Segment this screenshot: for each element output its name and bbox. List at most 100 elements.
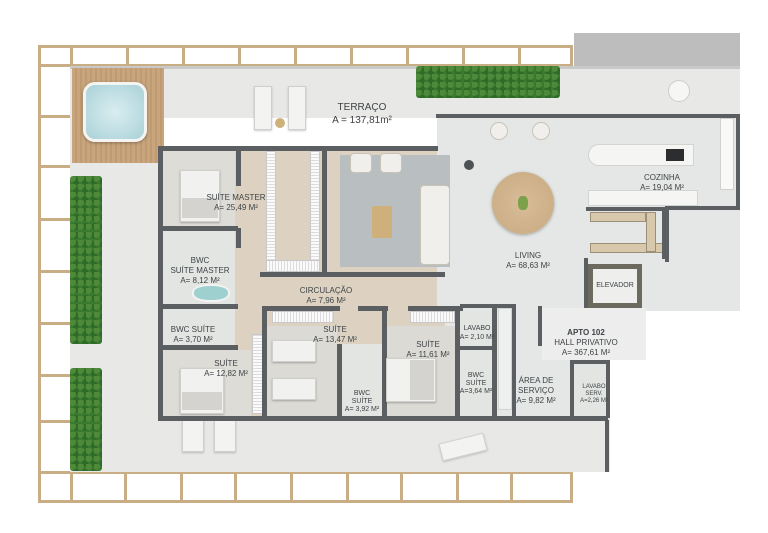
room-name: BWC: [353, 390, 371, 397]
room-area: A= 3,92 M²: [344, 406, 380, 413]
pergola-beam: [38, 218, 72, 221]
room-name: BWC: [467, 372, 485, 379]
pergola-beam: [346, 471, 349, 503]
fridge: [720, 118, 734, 190]
elevator: [588, 264, 642, 308]
bed: [272, 378, 316, 400]
jacuzzi: [83, 82, 147, 142]
pergola-beam: [456, 471, 459, 503]
wall: [570, 360, 574, 418]
wall: [158, 146, 438, 151]
planter-left-top: [70, 176, 102, 344]
room-name: SUÍTE: [351, 398, 373, 405]
terrace-edge: [70, 66, 740, 69]
pergola-beam: [38, 471, 573, 474]
bwc-suite-1-floor: [163, 309, 235, 345]
walk-in-closet: [266, 151, 276, 269]
sun-lounger: [288, 86, 306, 130]
wall: [584, 258, 588, 310]
coffee-table: [372, 206, 392, 238]
room-area: A= 7,96 M²: [306, 296, 346, 305]
walk-in-closet: [266, 260, 320, 272]
room-name: ÁREA DE: [518, 376, 554, 385]
room-name: BWC SUÍTE: [170, 325, 216, 334]
wall: [163, 226, 238, 231]
room-name: ELEVADOR: [596, 282, 634, 289]
pergola-beam: [400, 471, 403, 503]
room-name: SUÍTE MASTER: [206, 193, 266, 202]
bistro-table: [668, 80, 690, 102]
terrace-floor: [70, 66, 740, 118]
pergola-beam: [510, 471, 513, 503]
wall: [408, 306, 463, 311]
wall: [158, 416, 608, 421]
wine-shelf: [646, 212, 656, 252]
side-table: [464, 160, 474, 170]
sun-lounger: [182, 420, 204, 452]
hall-floor: [542, 308, 646, 360]
pergola-beam: [294, 45, 297, 67]
wall: [163, 304, 238, 309]
pergola-beam: [180, 471, 183, 503]
unit-title: APTO 102: [567, 328, 605, 337]
pergola-beam: [126, 45, 129, 67]
room-name: SUÍTE: [416, 340, 440, 349]
sun-lounger: [214, 420, 236, 452]
pergola-beam: [38, 115, 72, 118]
room-label-suite-1: SUÍTE A= 12,82 M²: [204, 359, 248, 379]
bed-cover: [182, 198, 218, 218]
pergola-beam: [38, 165, 72, 168]
room-area: A= 68,63 M²: [506, 261, 550, 270]
planter-top: [416, 66, 560, 98]
room-area: A = 137,81m²: [332, 115, 392, 126]
wall: [262, 306, 340, 311]
pergola-beam: [290, 471, 293, 503]
room-area: A= 8,12 M²: [180, 276, 220, 285]
room-label-circulacao: CIRCULAÇÃO A= 7,96 M²: [300, 286, 352, 306]
room-label-suite-master: SUÍTE MASTER A= 25,49 M²: [206, 193, 265, 213]
room-label-bwc-suite-2: BWC SUÍTE A= 3,92 M²: [345, 390, 379, 414]
bathtub: [192, 284, 230, 302]
room-label-terraco: TERRAÇO A = 137,81m²: [332, 101, 392, 127]
pergola-beam: [38, 374, 72, 377]
room-name: BWC: [190, 256, 210, 265]
room-area: A= 367,61 M²: [561, 348, 611, 357]
terrace-floor: [70, 420, 610, 472]
wall: [460, 304, 515, 308]
wall: [358, 306, 388, 311]
wall: [665, 206, 740, 210]
pergola-beam: [238, 45, 241, 67]
room-name: LAVABO: [463, 325, 491, 332]
pergola-beam: [38, 420, 72, 423]
room-name: SUÍTE: [465, 380, 487, 387]
wall: [570, 360, 610, 364]
room-area: A= 2,10 M²: [459, 334, 495, 341]
pergola-beam: [182, 45, 185, 67]
room-label-suite-2: SUÍTE A= 13,47 M²: [313, 325, 357, 345]
room-label-area-servico: ÁREA DE SERVIÇO A= 9,82 M²: [516, 376, 555, 406]
pergola-beam: [124, 471, 127, 503]
room-name: SERV.: [585, 391, 603, 397]
room-name: LIVING: [514, 251, 542, 260]
concrete-slab: [574, 33, 740, 69]
room-name: SUÍTE: [214, 359, 238, 368]
wall: [337, 344, 342, 418]
armchair: [490, 122, 508, 140]
room-area: A= 13,47 M²: [313, 335, 357, 344]
kitchen-counter: [588, 190, 698, 206]
bwc-suite-3-floor: [460, 350, 492, 416]
room-label-hall: APTO 102 HALL PRIVATIVO A= 367,61 M²: [554, 328, 617, 358]
wall: [436, 114, 740, 118]
room-name: LAVABO: [582, 384, 606, 390]
room-name: COZINHA: [644, 173, 680, 182]
pergola-beam: [406, 45, 409, 67]
wall: [382, 306, 387, 418]
planter-left-bottom: [70, 368, 102, 471]
wall: [163, 345, 238, 350]
sun-lounger: [254, 86, 272, 130]
room-area: A=3,64 M²: [459, 388, 493, 395]
room-label-bwc-suite-3: BWC SUÍTE A=3,64 M²: [460, 372, 493, 396]
wall: [260, 272, 445, 277]
room-label-lavabo: LAVABO A= 2,10 M²: [460, 324, 494, 342]
